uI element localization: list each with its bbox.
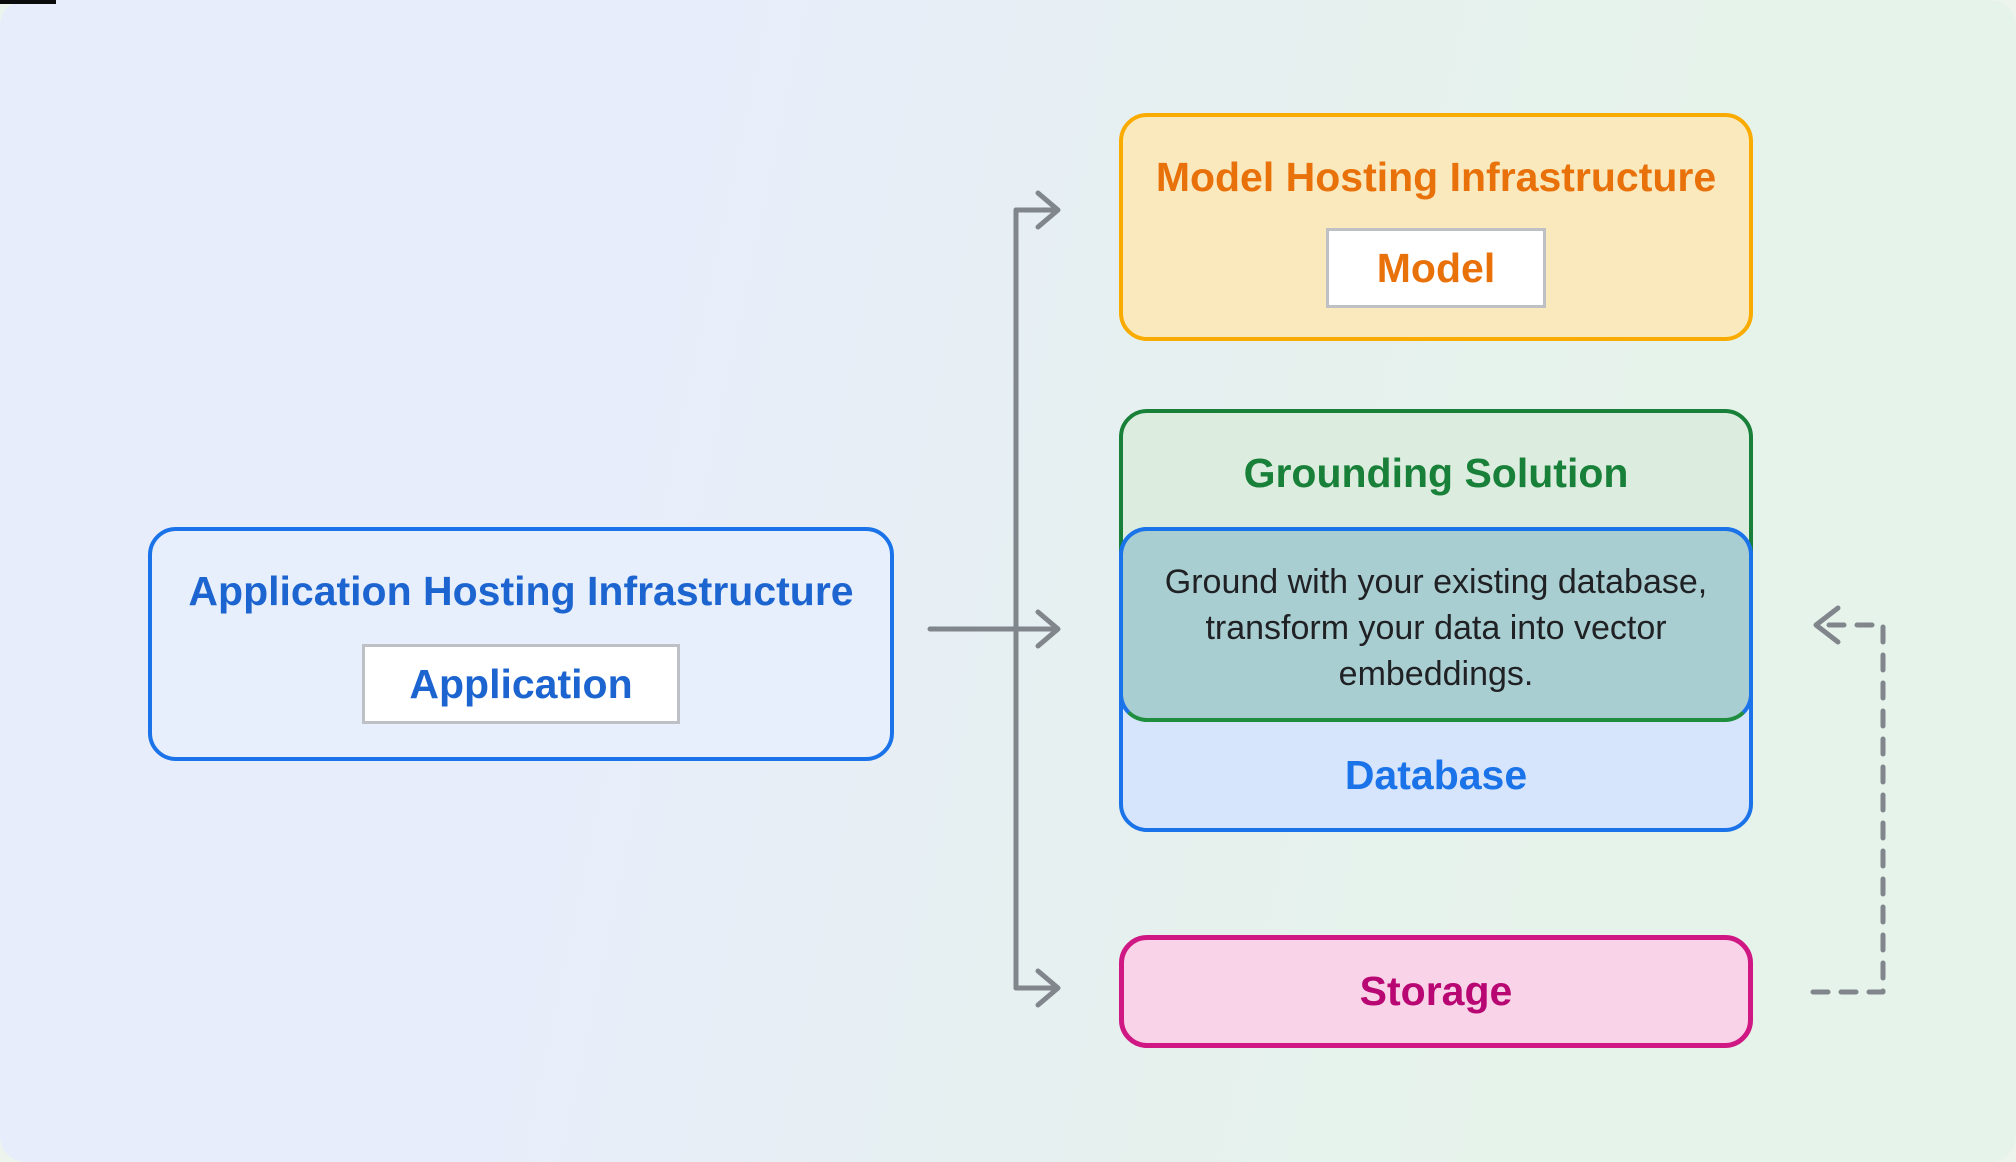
dashed-arrowhead-left-icon — [1813, 605, 1841, 645]
arrowhead-to-storage-icon — [1035, 968, 1061, 1008]
screenshot-corner-artifact — [0, 0, 56, 4]
database-label: Database — [1344, 751, 1528, 798]
arrowhead-to-grounding-icon — [1035, 609, 1061, 649]
grounding-solution-title: Grounding Solution — [1243, 450, 1629, 496]
grounding-description-box: Ground with your existing database, tran… — [1119, 527, 1753, 722]
arrowhead-to-model-icon — [1035, 190, 1061, 230]
grounding-description-text: Ground with your existing database, tran… — [1164, 562, 1708, 693]
model-chip: Model — [1326, 228, 1546, 308]
model-hosting-title: Model Hosting Infrastructure — [1155, 154, 1717, 200]
application-hosting-title: Application Hosting Infrastructure — [188, 568, 854, 614]
storage-box: Storage — [1119, 935, 1753, 1048]
application-chip: Application — [362, 644, 680, 724]
storage-label: Storage — [1359, 968, 1513, 1014]
application-chip-label: Application — [409, 660, 633, 707]
model-hosting-box: Model Hosting Infrastructure Model — [1119, 113, 1753, 341]
application-hosting-box: Application Hosting Infrastructure Appli… — [148, 527, 894, 761]
dashed-connector-storage-to-grounding — [1810, 622, 1886, 995]
model-chip-label: Model — [1376, 244, 1496, 291]
